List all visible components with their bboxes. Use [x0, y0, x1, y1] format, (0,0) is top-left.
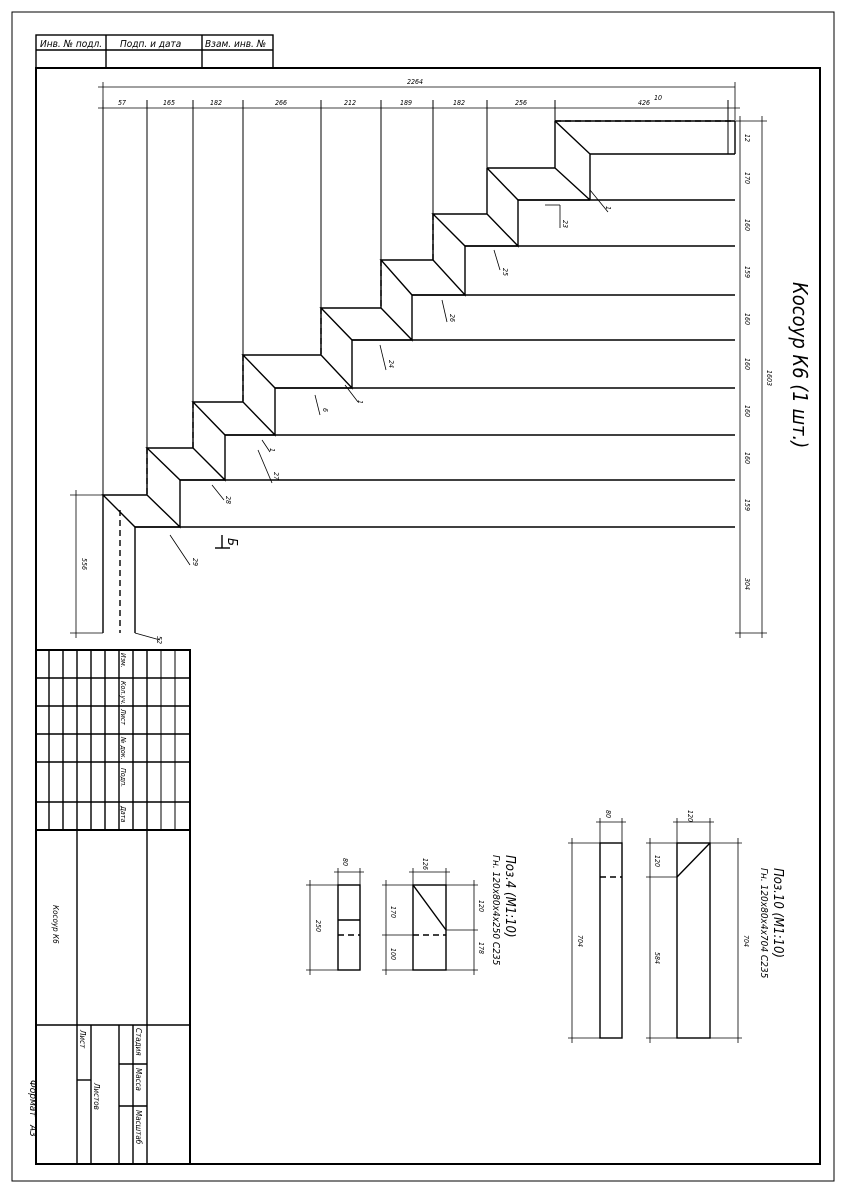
pos4-height: 250 — [314, 920, 322, 932]
dim-top-3: 182 — [210, 99, 222, 107]
leader-23: 23 — [561, 220, 569, 228]
leader-1b: 1 — [356, 400, 364, 404]
dim-top-10: 10 — [654, 94, 662, 102]
stamp-inv-podl: Инв. № подл. — [40, 39, 102, 50]
col-data: Дата — [119, 805, 127, 822]
leader-1a: 1 — [604, 206, 612, 210]
pos10-title: Поз.10 (М1:10) — [770, 868, 785, 958]
pos4-detail: 80 250 126 170 100 120 178 Поз.4 (М1:10)… — [306, 855, 517, 975]
pos4-title: Поз.4 (М1:10) — [502, 855, 517, 938]
dim-bottom-offset: 52 — [155, 636, 163, 644]
pos10-width-side: 120 — [686, 810, 694, 822]
pos10-width-front: 80 — [604, 810, 612, 818]
sheet-outer-border — [11, 11, 835, 1182]
top-dimensions: 2264 57 165 182 266 212 189 182 256 426 … — [98, 78, 740, 120]
right-dimensions: 12 170 160 159 160 160 160 160 159 304 1… — [735, 116, 773, 638]
block-stage: Стадия — [134, 1028, 143, 1056]
leader-1c: 1 — [268, 448, 276, 452]
leader-labels: 1 23 25 26 24 1 6 1 27 28 29 — [169, 189, 612, 566]
dim-left-height: 556 — [80, 558, 88, 570]
stringer-view — [101, 100, 736, 633]
dim-right-5: 160 — [743, 313, 751, 325]
stamp-vzam-inv: Взам. инв. № — [205, 39, 266, 50]
leader-26: 26 — [448, 314, 456, 322]
pos4-side-right-2: 178 — [477, 942, 485, 954]
section-mark: Б — [215, 535, 239, 549]
pos4-width-side: 126 — [421, 858, 429, 870]
leader-27: 27 — [272, 472, 280, 480]
pos4-width-front: 80 — [341, 858, 349, 866]
block-name: Косоур К6 — [51, 905, 60, 944]
dim-top-5: 212 — [344, 99, 356, 107]
pos10-spec: Гн. 120х80х4х704 С235 — [758, 868, 769, 979]
col-podp: Подп. — [119, 768, 127, 787]
dim-top-4: 266 — [275, 99, 287, 107]
block-scale: Масштаб — [134, 1110, 143, 1145]
pos4-side-left-1: 170 — [389, 906, 397, 918]
top-stamp: Инв. № подл. Подп. и дата Взам. инв. № — [35, 34, 274, 69]
block-mass: Масса — [134, 1068, 143, 1091]
dim-top-7: 182 — [453, 99, 465, 107]
drawing-frame — [35, 67, 821, 1165]
format-label: Формат — [27, 1080, 38, 1117]
dim-right-6: 160 — [743, 358, 751, 370]
col-list: Лист — [119, 708, 127, 725]
dim-right-4: 159 — [743, 266, 751, 278]
drawing-title: Косоур К6 (1 шт.) — [788, 282, 812, 448]
col-izm: Изм. — [119, 653, 127, 668]
left-dimensions: 556 52 — [70, 490, 163, 644]
pos4-side-left-2: 100 — [389, 948, 397, 960]
dim-overall: 2264 — [407, 78, 423, 86]
dim-right-total: 1603 — [765, 370, 773, 386]
dim-right-10: 304 — [743, 578, 751, 590]
pos10-side-top: 120 — [653, 855, 661, 867]
pos10-height-front: 704 — [576, 935, 584, 947]
dim-top-8: 256 — [515, 99, 527, 107]
dim-right-9: 159 — [743, 499, 751, 511]
col-n-dok: № док. — [119, 736, 127, 760]
dim-top-6: 189 — [400, 99, 412, 107]
dim-right-8: 160 — [743, 452, 751, 464]
title-block: Изм. Кол.уч. Лист № док. Подп. Дата Косо… — [35, 649, 191, 1165]
pos4-spec: Гн. 120х80х4х250 С235 — [490, 855, 501, 966]
pos10-detail: 80 704 120 120 584 704 Поз.10 (М1:10) Гн… — [568, 810, 785, 1043]
stamp-podp-data: Подп. и дата — [120, 39, 181, 50]
dim-right-7: 160 — [743, 405, 751, 417]
format-value: А3 — [27, 1124, 38, 1137]
dim-top-2: 165 — [163, 99, 175, 107]
block-sheet: Лист — [78, 1029, 87, 1049]
dim-top-1: 57 — [118, 99, 126, 107]
dim-right-3: 160 — [743, 219, 751, 231]
dim-top-9: 426 — [638, 99, 650, 107]
dim-right-1: 12 — [743, 134, 751, 142]
step-blocks — [101, 120, 735, 633]
format-block: Формат А3 — [27, 1080, 38, 1137]
pos4-side-right-1: 120 — [477, 900, 485, 912]
dim-right-2: 170 — [743, 172, 751, 184]
pos10-side-bottom: 584 — [653, 952, 661, 964]
block-sheets: Листов — [92, 1082, 101, 1110]
leader-25: 25 — [501, 268, 509, 276]
col-kol-uch: Кол.уч. — [119, 681, 127, 705]
leader-28: 28 — [224, 496, 232, 504]
leader-6: 6 — [321, 408, 329, 412]
section-letter: Б — [224, 538, 239, 546]
leader-24: 24 — [387, 360, 395, 368]
pos10-height-side: 704 — [742, 935, 750, 947]
leader-29: 29 — [191, 558, 199, 566]
